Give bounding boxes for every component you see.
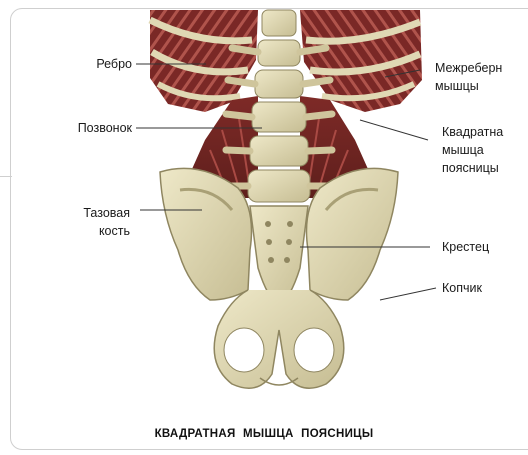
label-intercostal-line1: Межреберн bbox=[435, 60, 502, 76]
sacrum-bone bbox=[250, 206, 308, 304]
label-sacrum: Крестец bbox=[442, 239, 489, 255]
intercostal-muscles-right bbox=[300, 10, 422, 112]
label-pelvic-bone-line2: кость bbox=[60, 223, 130, 239]
label-pelvic-bone-line1: Тазовая bbox=[60, 205, 130, 221]
label-coccyx: Копчик bbox=[442, 280, 482, 296]
label-vertebra: Позвонок bbox=[40, 120, 132, 136]
figure-caption: КВАДРАТНАЯ МЫШЦА ПОЯСНИЦЫ bbox=[0, 428, 528, 440]
intercostal-muscles-left bbox=[150, 10, 258, 112]
label-rib: Ребро bbox=[82, 56, 132, 72]
label-intercostal-line2: мышцы bbox=[435, 78, 479, 94]
label-quadratus-line2: мышца bbox=[442, 142, 484, 158]
label-quadratus-line1: Квадратна bbox=[442, 124, 503, 140]
label-quadratus-line3: поясницы bbox=[442, 160, 499, 176]
